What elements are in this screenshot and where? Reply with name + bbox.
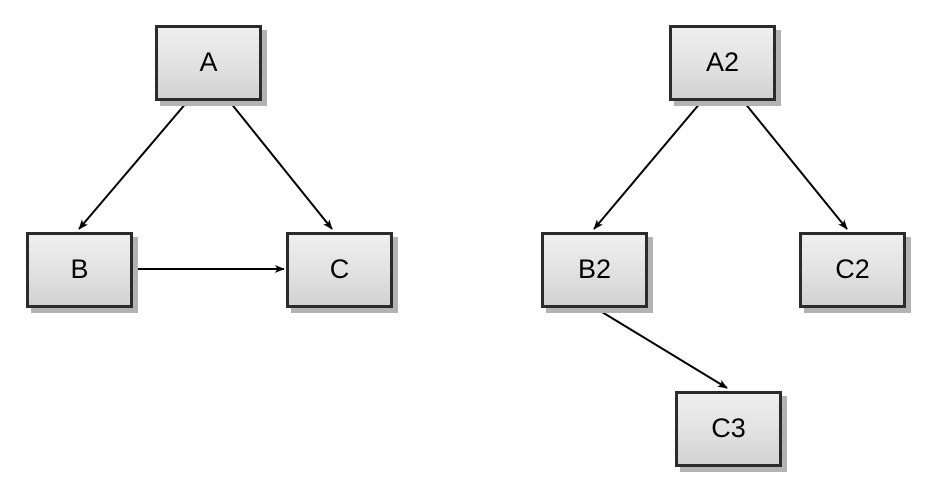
node-a2[interactable]: A2 xyxy=(669,25,782,107)
node-a[interactable]: A xyxy=(155,25,268,107)
node-c2[interactable]: C2 xyxy=(799,232,912,314)
node-box-b2[interactable] xyxy=(541,232,648,308)
node-b2[interactable]: B2 xyxy=(541,232,654,314)
edges-layer xyxy=(78,101,848,389)
node-box-c[interactable] xyxy=(286,232,393,308)
node-box-b[interactable] xyxy=(26,232,133,308)
node-b[interactable]: B xyxy=(26,232,139,314)
edge-a-to-c xyxy=(229,101,333,230)
edge-a2-to-c2 xyxy=(743,101,848,230)
node-box-c3[interactable] xyxy=(675,391,782,467)
edge-a2-to-b2 xyxy=(593,101,702,230)
node-c3[interactable]: C3 xyxy=(675,391,788,473)
edge-a-to-b xyxy=(78,101,188,230)
node-box-a[interactable] xyxy=(155,25,262,101)
node-box-a2[interactable] xyxy=(669,25,776,101)
edge-b2-to-c3 xyxy=(596,308,728,389)
node-c[interactable]: C xyxy=(286,232,399,314)
node-box-c2[interactable] xyxy=(799,232,906,308)
